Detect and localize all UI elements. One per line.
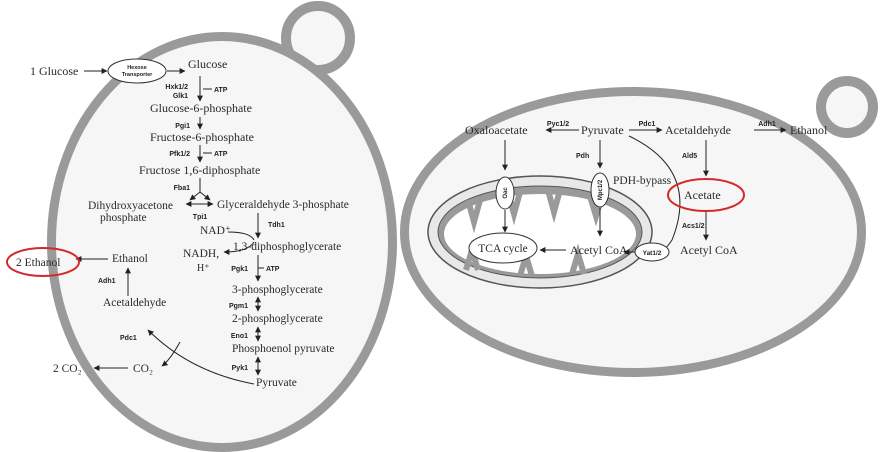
nadh: NADH, [183, 248, 219, 260]
glucose-6-phosphate: Glucose-6-phosphate [150, 101, 252, 115]
enzyme-pdc-right: Pdc1 [639, 121, 656, 128]
glucose-label: Glucose [188, 57, 227, 71]
enzyme-tpi: Tpi1 [193, 214, 207, 221]
pyruvate-right: Pyruvate [581, 123, 624, 137]
acetaldehyde-right: Acetaldehyde [665, 123, 731, 137]
enzyme-fba: Fba1 [174, 185, 190, 192]
enzyme-pdc-left: Pdc1 [120, 335, 137, 342]
enzyme-pyk: Pyk1 [232, 365, 248, 372]
enzyme-pdh: Pdh [576, 153, 589, 160]
acetaldehyde-left: Acetaldehyde [103, 297, 166, 309]
transporter-label-1: Hexose [127, 65, 147, 71]
nad-plus: NAD⁺ [200, 225, 231, 237]
glucose-input-label: 1 Glucose [30, 64, 78, 78]
oac-label: Oac [503, 187, 509, 199]
acetate: Acetate [684, 188, 721, 202]
h-plus: H⁺ [197, 263, 210, 274]
dihydroxyacetone-label: Dihydroxyacetone [88, 200, 173, 212]
ethanol-inner: Ethanol [112, 253, 148, 265]
hexose-transporter [108, 59, 166, 83]
tca-cycle-label: TCA cycle [478, 243, 528, 255]
enzyme-adh-left: Adh1 [98, 278, 116, 285]
acetyl-coa-mito: Acetyl CoA [570, 243, 628, 257]
phosphate-label: phosphate [100, 212, 147, 224]
atp-1: ATP [214, 87, 228, 94]
enzyme-pfk: Pfk1/2 [169, 151, 190, 158]
ethanol-right: Ethanol [790, 123, 828, 137]
enzyme-tdh: Tdh1 [268, 222, 285, 229]
yat-label: Yat1/2 [643, 250, 662, 257]
fructose-1-6-diphosphate: Fructose 1,6-diphosphate [139, 163, 260, 177]
phosphoenol-pyruvate: Phosphoenol pyruvate [232, 343, 335, 355]
1-3-diphosphoglycerate: 1,3-diphosphoglycerate [233, 241, 341, 253]
enzyme-acs: Acs1/2 [682, 223, 705, 230]
enzyme-pgi: Pgi1 [175, 123, 190, 130]
mpc-label: Mpc1/2 [598, 179, 604, 200]
enzyme-pgk: Pgk1 [231, 266, 248, 273]
enzyme-glk: Glk1 [173, 93, 188, 100]
enzyme-hxk: Hxk1/2 [165, 84, 188, 91]
enzyme-pgm: Pgm1 [229, 303, 248, 310]
enzyme-pyc: Pyc1/2 [547, 121, 569, 128]
acetyl-coa-cytosol: Acetyl CoA [680, 243, 738, 257]
fructose-6-phosphate: Fructose-6-phosphate [150, 130, 254, 144]
co2-inner: CO₂ [133, 363, 153, 375]
co2-output: 2 CO₂ [53, 363, 82, 375]
pyruvate-left: Pyruvate [256, 377, 297, 389]
enzyme-adh-right: Adh1 [758, 121, 776, 128]
transporter-label-2: Transporter [122, 72, 153, 78]
oxaloacetate: Oxaloacetate [465, 123, 528, 137]
3-phosphoglycerate: 3-phosphoglycerate [232, 284, 323, 296]
enzyme-ald: Ald5 [682, 153, 697, 160]
enzyme-eno: Eno1 [231, 333, 248, 340]
ethanol-output: 2 Ethanol [16, 257, 60, 269]
atp-2: ATP [214, 151, 228, 158]
glyceraldehyde-3-phosphate: Glyceraldehyde 3-phosphate [217, 199, 349, 211]
right-bud [821, 81, 873, 133]
atp-3: ATP [266, 266, 280, 273]
2-phosphoglycerate: 2-phosphoglycerate [232, 313, 323, 325]
pdh-bypass: PDH-bypass [613, 175, 672, 187]
